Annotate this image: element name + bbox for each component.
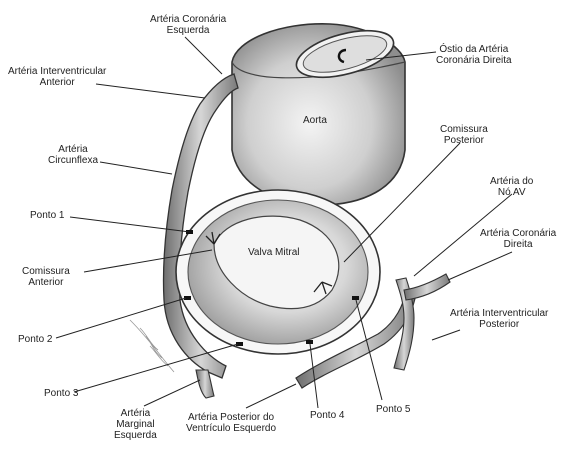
label-comissura-anterior: Comissura Anterior	[22, 266, 70, 288]
label-ponto-1: Ponto 1	[30, 210, 64, 221]
label-ponto-4: Ponto 4	[310, 410, 344, 421]
label-arteria-no-av: Artéria do Nó AV	[490, 176, 533, 198]
aorta-shape	[232, 22, 405, 205]
label-comissura-posterior: Comissura Posterior	[440, 124, 488, 146]
label-ostio-coronaria-direita: Óstio da Artéria Coronária Direita	[436, 44, 512, 66]
label-arteria-coronaria-esquerda: Artéria Coronária Esquerda	[150, 14, 226, 36]
label-arteria-interventricular-anterior: Artéria Interventricular Anterior	[8, 66, 106, 88]
label-arteria-coronaria-direita: Artéria Coronária Direita	[480, 228, 556, 250]
label-ponto-5: Ponto 5	[376, 404, 410, 415]
label-arteria-circunflexa: Artéria Circunflexa	[48, 144, 98, 166]
mitral-valve-shape	[176, 190, 380, 354]
label-ponto-2: Ponto 2	[18, 334, 52, 345]
label-ponto-3: Ponto 3	[44, 388, 78, 399]
label-arteria-marginal-esquerda: Artéria Marginal Esquerda	[114, 408, 157, 441]
label-valva-mitral: Valva Mitral	[248, 247, 300, 258]
label-arteria-interventricular-posterior: Artéria Interventricular Posterior	[450, 308, 548, 330]
label-aorta: Aorta	[303, 115, 327, 126]
label-arteria-posterior-ventriculo-esquerdo: Artéria Posterior do Ventrículo Esquerdo	[186, 412, 276, 434]
